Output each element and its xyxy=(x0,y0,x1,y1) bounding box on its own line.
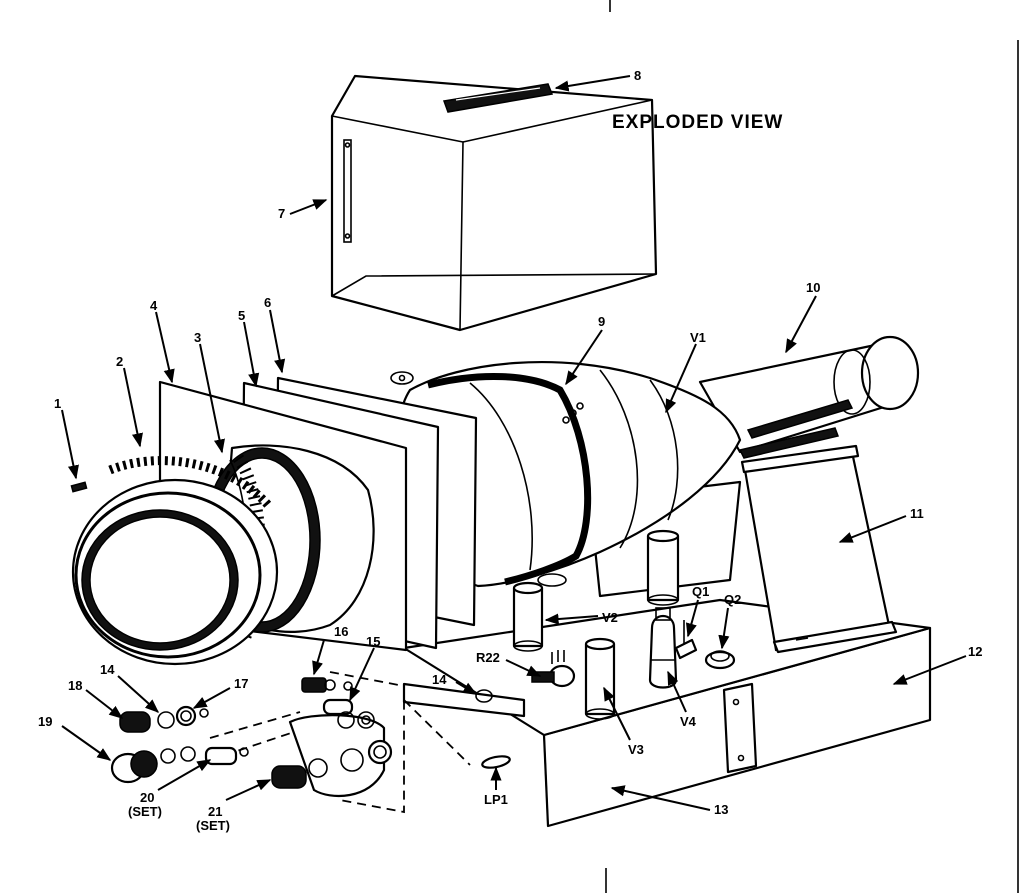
label-1: 1 xyxy=(54,396,61,411)
cabinet-cover xyxy=(330,74,658,332)
label-5: 5 xyxy=(238,308,245,323)
crt-neck xyxy=(698,335,920,459)
carry-handle xyxy=(442,83,554,113)
label-6: 6 xyxy=(264,295,271,310)
tube-v4 xyxy=(648,607,678,689)
knob-18 xyxy=(119,705,209,733)
label-18: 18 xyxy=(68,678,82,693)
label-15: 15 xyxy=(366,634,380,649)
knob-21 xyxy=(271,739,393,789)
label-17: 17 xyxy=(234,676,248,691)
knob-19 xyxy=(110,746,196,784)
lamp-lp1 xyxy=(481,755,511,769)
bezel-ring xyxy=(70,456,279,666)
tube-bracket xyxy=(740,444,898,654)
label-16: 16 xyxy=(334,624,348,639)
tube-v4-shield xyxy=(646,529,680,606)
label-lp1: LP1 xyxy=(484,792,508,807)
transistor-q2 xyxy=(704,650,736,670)
label-3: 3 xyxy=(194,330,201,345)
knob-20 xyxy=(204,746,249,766)
label-v4: V4 xyxy=(680,714,697,729)
label-12: 12 xyxy=(968,644,982,659)
knob-15 xyxy=(322,698,375,729)
label-14-left: 14 xyxy=(100,662,115,677)
label-20-set: (SET) xyxy=(128,804,162,819)
label-r22: R22 xyxy=(476,650,500,665)
leader-lines xyxy=(61,75,967,811)
label-10: 10 xyxy=(806,280,820,295)
label-q1: Q1 xyxy=(692,584,709,599)
diagram-title: EXPLODED VIEW xyxy=(612,112,783,133)
label-8: 8 xyxy=(634,68,641,83)
label-7: 7 xyxy=(278,206,285,221)
label-v3: V3 xyxy=(628,742,644,757)
crt-shield xyxy=(390,361,742,588)
label-2: 2 xyxy=(116,354,123,369)
tube-v2 xyxy=(512,581,544,652)
label-v1: V1 xyxy=(690,330,706,345)
label-11: 11 xyxy=(910,506,924,521)
control-panel xyxy=(209,671,526,814)
label-13: 13 xyxy=(714,802,728,817)
transistor-q1 xyxy=(674,620,698,660)
label-19: 19 xyxy=(38,714,52,729)
label-4: 4 xyxy=(150,298,158,313)
label-21: 21 xyxy=(208,804,222,819)
knob-16 xyxy=(301,677,353,693)
label-9: 9 xyxy=(598,314,605,329)
resistor-r22 xyxy=(531,650,576,688)
tube-v3 xyxy=(584,637,616,720)
label-v2: V2 xyxy=(602,610,618,625)
label-20: 20 xyxy=(140,790,154,805)
label-21-set: (SET) xyxy=(196,818,230,833)
label-q2: Q2 xyxy=(724,592,741,607)
label-14-panel: 14 xyxy=(432,672,447,687)
